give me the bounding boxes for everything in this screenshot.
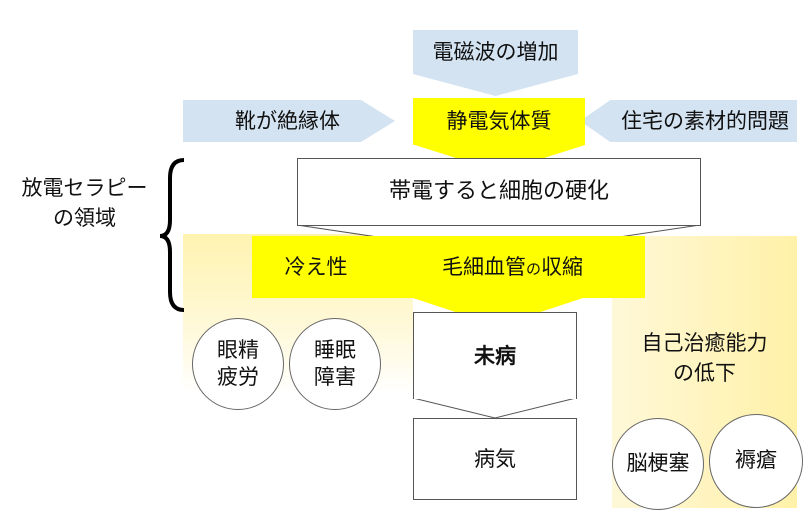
top-factor-box: 電磁波の増加	[413, 30, 578, 74]
right-factor-label: 住宅の素材的問題	[621, 108, 789, 133]
cold-box: 冷え性	[252, 236, 380, 298]
center-factor-label: 静電気体質	[446, 109, 552, 134]
stroke-label: 脳梗塞	[626, 451, 690, 476]
eye-strain-label: 眼精 疲労	[217, 337, 259, 389]
stroke-circle: 脳梗塞	[612, 418, 704, 510]
bedsore-circle: 褥瘡	[709, 414, 803, 508]
charging-label: 帯電すると細胞の硬化	[388, 179, 609, 205]
sleep-disorder-label: 睡眠 障害	[314, 337, 356, 389]
vasoconstriction-label: 毛細血管の収縮	[441, 254, 583, 279]
disease-box: 病気	[413, 418, 577, 500]
left-factor-box: 靴が絶縁体	[183, 100, 395, 142]
vasoconstriction-box: 毛細血管の収縮	[380, 236, 645, 298]
sleep-disorder-circle: 睡眠 障害	[289, 318, 381, 410]
eye-strain-circle: 眼精 疲労	[192, 318, 284, 410]
right-factor-box: 住宅の素材的問題	[580, 100, 797, 142]
discharge-therapy-label: 放電セラピー の領域	[21, 176, 148, 231]
charging-box: 帯電すると細胞の硬化	[297, 158, 701, 226]
pre-disease-box	[413, 312, 577, 399]
disease-label: 病気	[474, 446, 516, 471]
pre-disease-label: 未病	[474, 343, 516, 368]
self-healing-label: 自己治癒能力 の低下	[641, 331, 768, 386]
center-factor-box: 静電気体質	[413, 98, 585, 145]
left-factor-label: 靴が絶縁体	[235, 108, 340, 133]
cold-label: 冷え性	[284, 254, 348, 279]
bedsore-label: 褥瘡	[735, 448, 777, 473]
top-factor-label: 電磁波の増加	[432, 39, 559, 64]
